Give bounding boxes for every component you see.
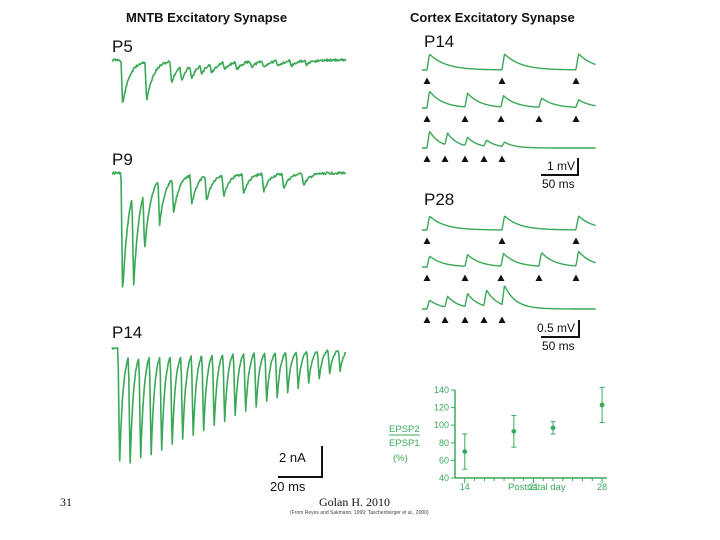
cortex-scale-x-label-p14: 50 ms — [542, 177, 575, 191]
stimulus-marker-icon — [461, 155, 469, 162]
cortex-age-p28: P28 — [424, 190, 454, 209]
cortex-scale-y-label-p28: 0.5 mV — [537, 321, 575, 335]
mntb-trace-p5 — [111, 58, 347, 103]
cortex-title: Cortex Excitatory Synapse — [410, 10, 575, 25]
stimulus-marker-icon — [498, 77, 506, 84]
stimulus-marker-icon — [572, 237, 580, 244]
chart-ylabel-line-2: EPSP1 — [389, 438, 420, 449]
chart-data-point — [462, 449, 468, 454]
cortex-trace-p28-a — [422, 215, 596, 231]
chart-x-tick-label: 21 — [528, 482, 538, 492]
chart-data-point — [511, 428, 517, 434]
cortex-scale-x-label-p28: 50 ms — [542, 339, 575, 353]
cortex-trace-p28-b — [422, 250, 596, 268]
chart-y-tick-label: 40 — [439, 473, 449, 483]
stimulus-marker-icon — [480, 155, 488, 162]
chart-y-tick-label: 100 — [434, 420, 449, 430]
stimulus-marker-icon — [461, 115, 469, 122]
mntb-trace-p14 — [111, 346, 347, 464]
chart-y-tick-label: 80 — [439, 438, 449, 448]
stimulus-marker-icon — [497, 274, 505, 281]
mntb-scale-bar — [278, 446, 323, 478]
cortex-traces — [422, 53, 596, 323]
stimulus-marker-icon — [423, 115, 431, 122]
paired-pulse-chart: 40 60 80 100 120 140 14 21 28 EPSP2 EPSP1 (%) Po… — [389, 385, 607, 493]
cortex-trace-p14-c — [422, 131, 596, 149]
chart-xlabel: Postnatal day — [508, 482, 566, 493]
stimulus-marker-icon — [572, 77, 580, 84]
mntb-age-p5: P5 — [112, 37, 133, 56]
chart-y-tick-label: 120 — [434, 403, 449, 413]
mntb-title: MNTB Excitatory Synapse — [126, 10, 287, 25]
stimulus-marker-icon — [441, 316, 449, 323]
chart-x-tick-label: 28 — [597, 482, 607, 492]
mntb-age-p9: P9 — [112, 150, 133, 169]
stimulus-marker-icon — [423, 155, 431, 162]
stimulus-marker-icon — [498, 316, 506, 323]
stimulus-marker-icon — [572, 274, 580, 281]
mntb-trace-p9 — [111, 171, 347, 288]
stimulus-marker-icon — [441, 155, 449, 162]
stimulus-marker-icon — [461, 274, 469, 281]
mntb-scale-y-label: 2 nA — [279, 450, 306, 465]
stimulus-marker-icon — [423, 237, 431, 244]
cortex-trace-p28-c — [422, 285, 596, 310]
stimulus-marker-icon — [423, 274, 431, 281]
stimulus-marker-icon — [498, 237, 506, 244]
stimulus-marker-icon — [535, 274, 543, 281]
chart-y-tick-label: 60 — [439, 455, 449, 465]
mntb-scale-x-label: 20 ms — [270, 479, 306, 494]
stimulus-marker-icon — [498, 155, 506, 162]
stimulus-marker-icon — [497, 115, 505, 122]
chart-ylabel-line-3: (%) — [393, 453, 408, 464]
cortex-trace-p14-a — [422, 53, 596, 71]
cortex-age-p14: P14 — [424, 32, 454, 51]
chart-ylabel-line-1: EPSP2 — [389, 424, 420, 435]
stimulus-marker-icon — [461, 316, 469, 323]
citation: Golan H. 2010 — [319, 495, 390, 509]
cortex-scale-bar-p14 — [541, 158, 579, 176]
stimulus-marker-icon — [423, 316, 431, 323]
stimulus-marker-icon — [535, 115, 543, 122]
slide-number: 31 — [60, 495, 72, 509]
stimulus-marker-icon — [423, 77, 431, 84]
chart-data-point — [599, 402, 605, 408]
cortex-scale-bar-p28 — [541, 320, 580, 338]
stimulus-marker-icon — [480, 316, 488, 323]
chart-x-tick-label: 14 — [460, 482, 470, 492]
chart-data-point — [550, 425, 556, 431]
cortex-trace-p14-b — [422, 90, 596, 109]
source-credit: (From Reyes and Sakmann, 1999; Taschenbe… — [290, 510, 429, 516]
chart-y-tick-label: 140 — [434, 385, 449, 395]
cortex-scale-y-label-p14: 1 mV — [547, 159, 575, 173]
mntb-age-p14: P14 — [112, 323, 142, 342]
stimulus-marker-icon — [572, 115, 580, 122]
